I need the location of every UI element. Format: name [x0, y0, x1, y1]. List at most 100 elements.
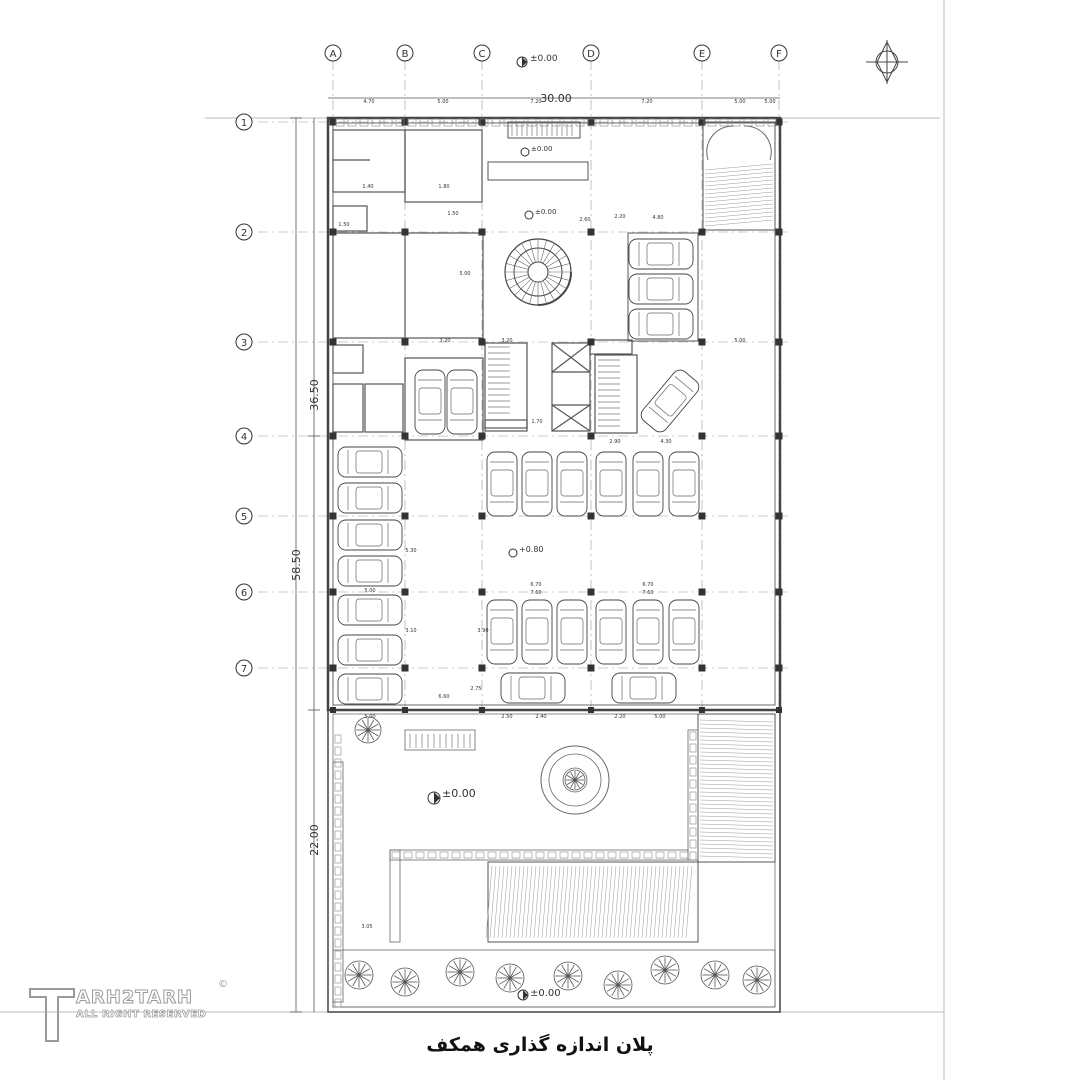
hedge-segment	[419, 118, 429, 127]
level-entry-label: ±0.00	[531, 145, 552, 153]
overall-width-dim: 30.00	[540, 92, 572, 105]
inner-dim-label: 3.20	[501, 338, 512, 344]
hedge-segment	[391, 851, 401, 859]
tree-icon	[553, 961, 583, 991]
inner-dim-label: 2.20	[614, 714, 625, 720]
hedge-segment	[643, 851, 653, 859]
column	[401, 118, 409, 126]
axis-bubble-D: D	[582, 44, 600, 62]
inner-dim-label: 2.75	[470, 686, 481, 692]
level-marker-parking: +0.80	[508, 545, 544, 558]
column	[775, 228, 783, 236]
inner-dim-label: 2.40	[535, 714, 546, 720]
column	[401, 338, 409, 346]
car-icon	[337, 594, 403, 626]
column	[401, 588, 409, 596]
hedge-segment	[595, 851, 605, 859]
column	[402, 707, 408, 713]
axis-label-5: 5	[241, 512, 247, 523]
inner-dim-label: 3.90	[477, 628, 488, 634]
hedge-segment	[347, 118, 357, 127]
inner-dim-label: 5.00	[364, 714, 375, 720]
hedge-segment	[631, 851, 641, 859]
hedge-segment	[334, 818, 342, 828]
yard-landscape	[332, 729, 776, 1008]
sheet-frame	[0, 0, 945, 1080]
column	[775, 512, 783, 520]
inner-dim-label: 4.30	[660, 439, 671, 445]
hedge-segment	[559, 851, 569, 859]
tree-icon	[344, 960, 374, 990]
hedge-segment	[503, 118, 513, 127]
stair-treads	[409, 124, 620, 748]
logo-sub: ALL RIGHT RESERVED	[76, 1009, 207, 1021]
hedge-segment	[689, 827, 697, 837]
hedge-segment	[539, 118, 549, 127]
logo: ARH2TARH ALL RIGHT RESERVED ©	[28, 979, 238, 1055]
inner-dim-label: 1.50	[447, 211, 458, 217]
column	[401, 664, 409, 672]
hedge-segment	[335, 118, 345, 127]
hedge-segment	[587, 118, 597, 127]
overall-depth-dim: 58.50	[290, 549, 303, 581]
inner-dim-label: 5.00	[654, 714, 665, 720]
parking-cars	[337, 238, 700, 705]
hedge-segment	[683, 118, 693, 127]
inner-dim-label: 1.50	[338, 222, 349, 228]
car-icon	[500, 672, 566, 704]
hedge-segment	[523, 851, 533, 859]
hedge-segment	[755, 118, 765, 127]
hedge-segment	[527, 118, 537, 127]
axis-label-B: B	[402, 49, 409, 60]
axis-label-6: 6	[241, 588, 247, 599]
car-icon	[337, 519, 403, 551]
inner-dim-label: 3.05	[361, 924, 372, 930]
axis-label-3: 3	[241, 338, 247, 349]
hedge-segment	[689, 815, 697, 825]
hedge-segment	[689, 731, 697, 741]
axis-label-4: 4	[241, 432, 247, 443]
inner-dim-label: 2.90	[609, 439, 620, 445]
car-icon	[628, 308, 694, 340]
inner-dim-label: 5.00	[459, 271, 470, 277]
column	[698, 512, 706, 520]
hedge-segment	[334, 926, 342, 936]
axis-bubble-5: 5	[235, 507, 253, 525]
hedge-segment	[511, 851, 521, 859]
hedge-strip	[334, 118, 777, 1008]
inner-dim-label: 2.60	[579, 217, 590, 223]
column	[698, 588, 706, 596]
hedge-segment	[689, 851, 697, 861]
inner-dim-label: 1.70	[531, 419, 542, 425]
column	[329, 338, 337, 346]
column	[478, 512, 486, 520]
hedge-segment	[689, 755, 697, 765]
hedge-segment	[439, 851, 449, 859]
column	[401, 228, 409, 236]
hedge-segment	[689, 839, 697, 849]
hedge-segment	[583, 851, 593, 859]
hedge-segment	[689, 779, 697, 789]
level-parking-label: +0.80	[519, 545, 544, 554]
car-icon	[486, 451, 518, 517]
column	[775, 432, 783, 440]
car-icon	[668, 599, 700, 665]
hedge-segment	[407, 118, 417, 127]
hedge-segment	[334, 842, 342, 852]
column	[329, 118, 337, 126]
hedge-segment	[443, 118, 453, 127]
column	[329, 588, 337, 596]
hedge-segment	[334, 746, 342, 756]
car-icon	[668, 451, 700, 517]
column	[587, 432, 595, 440]
hedge-segment	[647, 118, 657, 127]
column	[698, 338, 706, 346]
hedge-segment	[395, 118, 405, 127]
car-icon	[337, 555, 403, 587]
inner-dim-label: 2.20	[614, 214, 625, 220]
column	[587, 118, 595, 126]
hedge-segment	[499, 851, 509, 859]
inner-dim-label: 5.30	[405, 548, 416, 554]
